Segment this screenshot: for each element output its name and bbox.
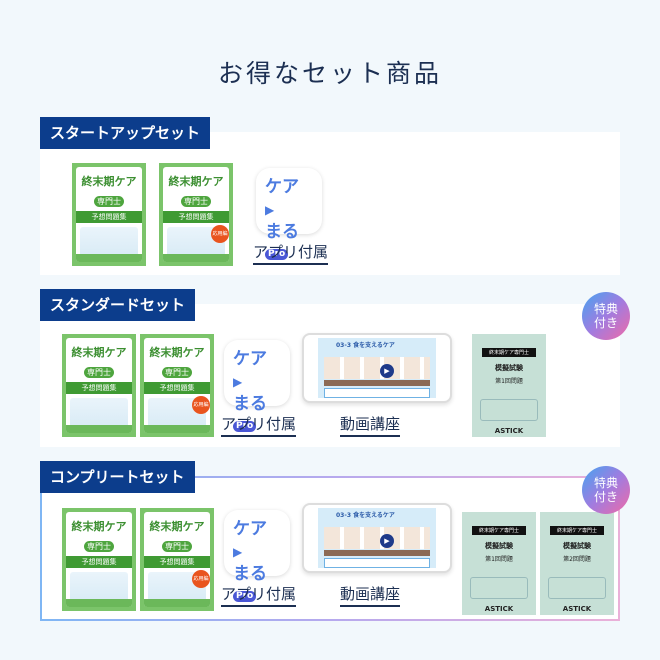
- exam-notes: [480, 399, 538, 421]
- book-kind: 予想問題集: [144, 382, 210, 394]
- textbook-cover: 終末期ケア 専門士 予想問題集 応用編: [140, 334, 214, 437]
- book-title: 終末期ケア: [149, 346, 205, 359]
- badge-text-1: 特典: [593, 302, 618, 316]
- video-steps: [324, 550, 430, 556]
- exam-name: 模擬試験: [495, 364, 523, 372]
- app-caption: アプリ付属: [221, 413, 297, 437]
- textbook-cover: 終末期ケア 専門士 予想問題集: [62, 508, 136, 611]
- video-title: 03-3 食を支えるケア: [336, 512, 395, 519]
- badge-text-2: 付き: [593, 490, 618, 504]
- book-subtitle: 専門士: [162, 541, 192, 552]
- exam-notes: [470, 577, 528, 599]
- play-button-icon[interactable]: ▶: [380, 364, 394, 378]
- play-icon: ▶: [233, 375, 243, 389]
- mock-exam-cover: 終末期ケア専門士 模擬試験 第1回問題 ASTICK: [462, 512, 536, 615]
- play-icon: ▶: [265, 203, 275, 217]
- textbook-cover: 終末期ケア 専門士 予想問題集 応用編: [159, 163, 233, 266]
- book-title: 終末期ケア: [71, 346, 127, 359]
- book-kind: 予想問題集: [66, 382, 132, 394]
- book-kind: 予想問題集: [76, 211, 142, 223]
- page-title: お得なセット商品: [217, 59, 442, 88]
- textbook-cover: 終末期ケア 専門士 予想問題集: [62, 334, 136, 437]
- complete-set-label: コンプリートセット: [40, 461, 195, 493]
- textbook-cover: 終末期ケア 専門士 予想問題集: [72, 163, 146, 266]
- exam-header: 終末期ケア専門士: [482, 348, 536, 357]
- book-footer: [144, 599, 210, 607]
- pro-tag: Pro: [265, 248, 289, 260]
- book-kind: 予想問題集: [66, 556, 132, 568]
- pro-tag: Pro: [233, 420, 257, 432]
- book-footer: [66, 425, 132, 433]
- astick-logo: ASTICK: [494, 427, 524, 435]
- startup-set-label: スタートアップセット: [40, 117, 211, 149]
- care-maru-pro-app-icon: ケア ▶ まる Pro: [224, 340, 290, 432]
- app-name-1: ケア: [233, 349, 267, 369]
- book-footer: [163, 254, 229, 262]
- video-steps: [324, 380, 430, 386]
- textbook-cover: 終末期ケア 専門士 予想問題集 応用編: [140, 508, 214, 611]
- badge-text-1: 特典: [593, 476, 618, 490]
- exam-round: 第2回問題: [563, 556, 591, 563]
- app-name-2: まる: [265, 222, 299, 242]
- video-title: 03-3 食を支えるケア: [336, 342, 395, 349]
- standard-set-label: スタンダードセット: [40, 289, 196, 321]
- video-caption: 動画講座: [340, 413, 401, 437]
- app-name-1: ケア: [265, 177, 299, 197]
- astick-logo: ASTICK: [562, 605, 592, 613]
- care-maru-pro-app-icon: ケア ▶ まる Pro: [224, 510, 290, 602]
- book-footer: [144, 425, 210, 433]
- book-subtitle: 専門士: [181, 196, 211, 207]
- ouyou-badge: 応用編: [192, 396, 210, 414]
- app-name-2: まる: [233, 394, 267, 414]
- book-title: 終末期ケア: [168, 175, 224, 188]
- app-caption: アプリ付属: [253, 241, 329, 265]
- book-illustration: [80, 227, 138, 257]
- book-title: 終末期ケア: [149, 520, 205, 533]
- book-subtitle: 専門士: [162, 367, 192, 378]
- mock-exam-cover: 終末期ケア専門士 模擬試験 第1回問題 ASTICK: [472, 334, 546, 437]
- book-illustration: [70, 572, 128, 602]
- book-subtitle: 専門士: [94, 196, 124, 207]
- app-name-2: まる: [233, 564, 267, 584]
- book-subtitle: 専門士: [84, 367, 114, 378]
- book-kind: 予想問題集: [144, 556, 210, 568]
- video-text: [324, 388, 430, 398]
- exam-round: 第1回問題: [485, 556, 513, 563]
- video-lecture-thumbnail[interactable]: 03-3 食を支えるケア ▶: [302, 333, 452, 403]
- book-footer: [76, 254, 142, 262]
- care-maru-pro-app-icon: ケア ▶ まる Pro: [256, 168, 322, 260]
- book-kind: 予想問題集: [163, 211, 229, 223]
- badge-text-2: 付き: [593, 316, 618, 330]
- exam-name: 模擬試験: [563, 542, 591, 550]
- exam-notes: [548, 577, 606, 599]
- astick-logo: ASTICK: [484, 605, 514, 613]
- video-text: [324, 558, 430, 568]
- ouyou-badge: 応用編: [192, 570, 210, 588]
- video-illustration: [324, 527, 430, 549]
- exam-header: 終末期ケア専門士: [550, 526, 604, 535]
- book-title: 終末期ケア: [81, 175, 137, 188]
- mock-exam-cover: 終末期ケア専門士 模擬試験 第2回問題 ASTICK: [540, 512, 614, 615]
- exam-round: 第1回問題: [495, 378, 523, 385]
- play-button-icon[interactable]: ▶: [380, 534, 394, 548]
- video-illustration: [324, 357, 430, 379]
- exam-name: 模擬試験: [485, 542, 513, 550]
- bonus-badge: 特典付き: [582, 466, 630, 514]
- video-caption: 動画講座: [340, 583, 401, 607]
- book-illustration: [70, 398, 128, 428]
- ouyou-badge: 応用編: [211, 225, 229, 243]
- pro-tag: Pro: [233, 590, 257, 602]
- bonus-badge: 特典付き: [582, 292, 630, 340]
- book-subtitle: 専門士: [84, 541, 114, 552]
- book-title: 終末期ケア: [71, 520, 127, 533]
- video-lecture-thumbnail[interactable]: 03-3 食を支えるケア ▶: [302, 503, 452, 573]
- play-icon: ▶: [233, 545, 243, 559]
- book-footer: [66, 599, 132, 607]
- app-name-1: ケア: [233, 519, 267, 539]
- app-caption: アプリ付属: [221, 583, 297, 607]
- exam-header: 終末期ケア専門士: [472, 526, 526, 535]
